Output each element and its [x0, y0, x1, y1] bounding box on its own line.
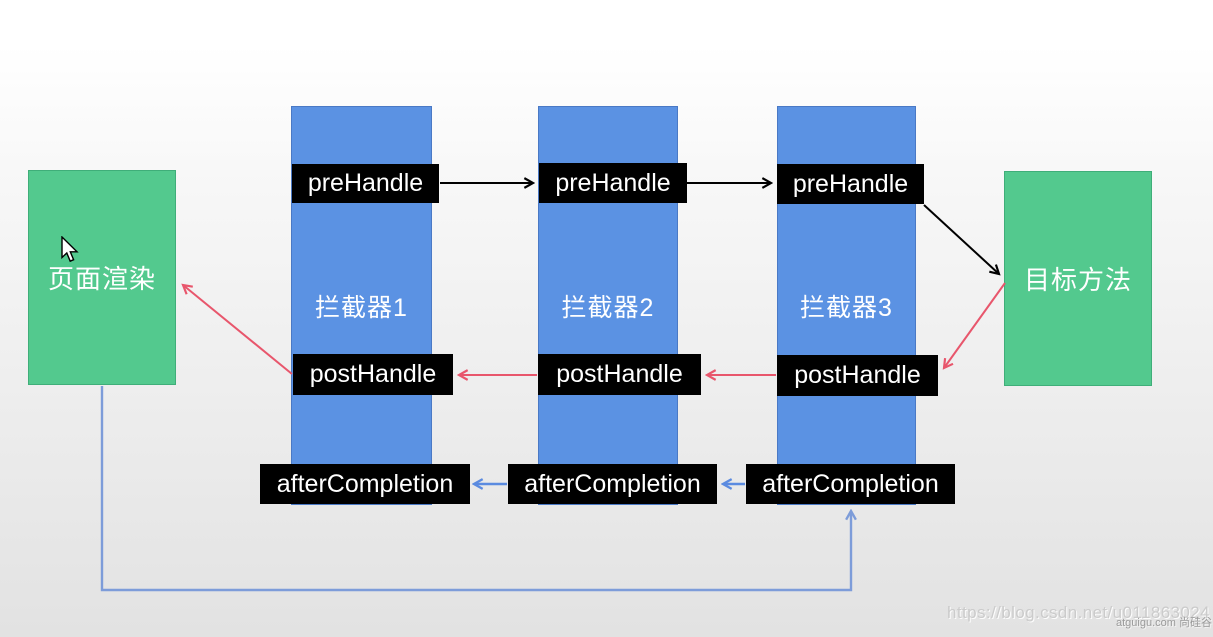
aftercompletion-3-plate: afterCompletion [746, 464, 955, 504]
interceptor-1-label: 拦截器1 [315, 293, 408, 322]
posthandle-2-plate: postHandle [538, 354, 701, 395]
posthandle-1-plate: postHandle [293, 354, 453, 395]
interceptor-3-label: 拦截器3 [800, 293, 893, 322]
prehandle-3-plate: preHandle [777, 164, 924, 204]
aftercompletion-1-plate: afterCompletion [260, 464, 470, 504]
interceptor-2-label: 拦截器2 [561, 293, 655, 322]
target-method-label: 目标方法 [1023, 265, 1132, 295]
target-method-box: 目标方法 [1004, 171, 1152, 386]
page-render-label: 页面渲染 [47, 264, 156, 294]
aftercompletion-2-plate: afterCompletion [508, 464, 717, 504]
arrow-prehandle3-to-target [923, 204, 999, 274]
prehandle-2-plate: preHandle [539, 163, 687, 203]
posthandle-3-plate: postHandle [777, 355, 938, 396]
watermark-brand: atguigu.com 尚硅谷 [1116, 617, 1212, 629]
arrow-page-render-loop-to-after3 [100, 386, 851, 592]
prehandle-1-plate: preHandle [292, 164, 439, 203]
arrow-target-to-posthandle3 [944, 282, 1006, 368]
arrow-posthandle1-to-page-render [183, 285, 293, 375]
watermark-blog-url: https://blog.csdn.net/u011863024 [947, 603, 1210, 622]
mouse-cursor-icon [61, 236, 79, 263]
page-render-box: 页面渲染 [28, 170, 176, 385]
